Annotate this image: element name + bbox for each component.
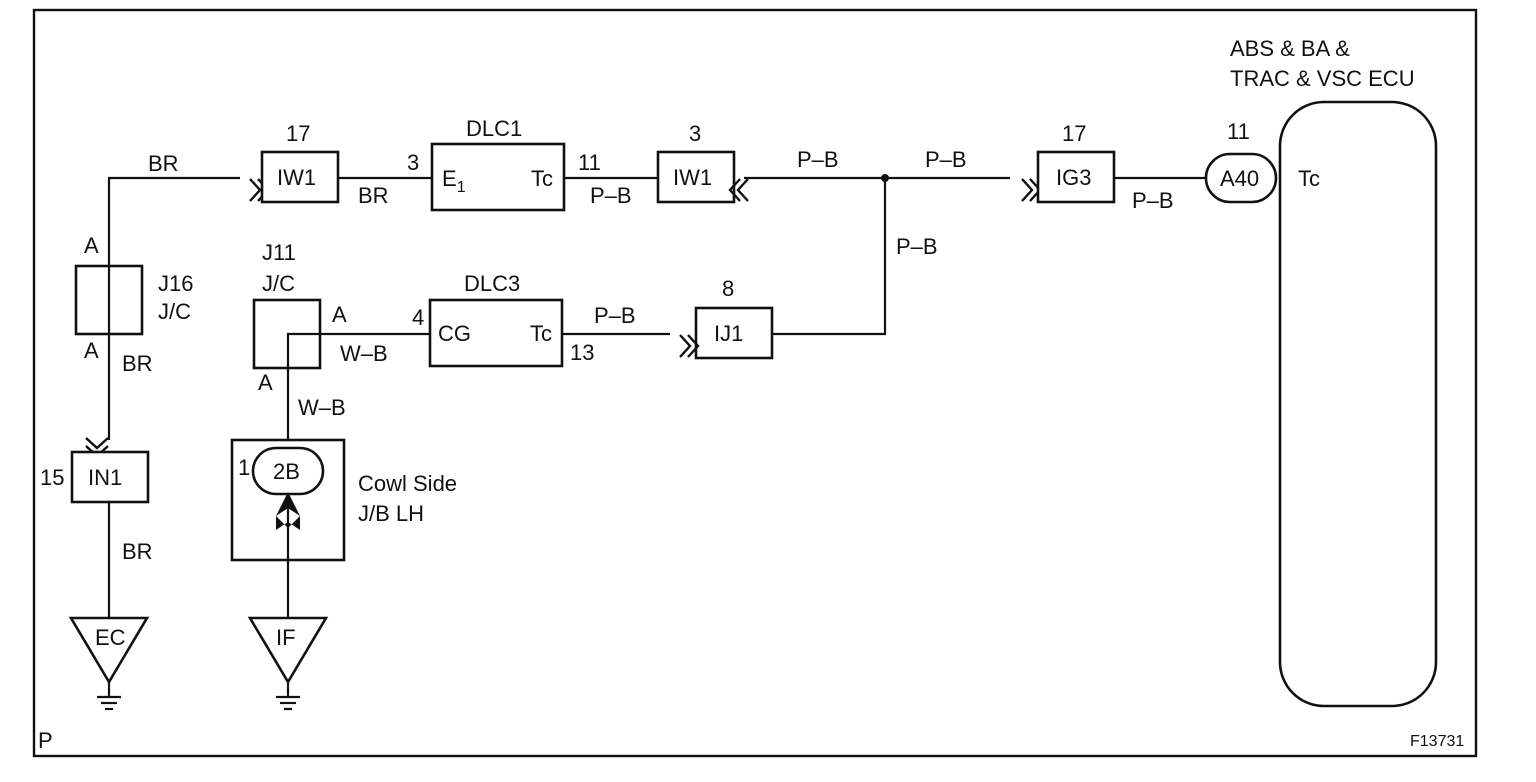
a40-connector (1204, 152, 1278, 204)
dlc3-term-left: CG (438, 321, 471, 346)
j11-name: J11 (262, 240, 296, 265)
dlc1-term-left: E1 (442, 166, 466, 196)
figure-id: F13731 (1410, 733, 1464, 750)
wire-label-wb-vert: W–B (298, 395, 346, 420)
iw1-left-box (260, 150, 340, 204)
dlc1-name: DLC1 (466, 116, 522, 141)
in1-label: IN1 (88, 465, 122, 490)
wire-label-br-in1: BR (122, 539, 153, 564)
ecu-terminal: Tc (1298, 166, 1320, 191)
wire-label-br-j16: BR (122, 351, 153, 376)
in1-pin: 15 (40, 465, 64, 490)
j11-pin-bottom: A (258, 370, 273, 395)
j16-pin-bottom: A (84, 338, 99, 363)
ecu-body (1278, 100, 1438, 708)
iw1-right-pin: 3 (689, 121, 701, 146)
j11-internal-wire (286, 332, 320, 368)
dlc1-box (430, 142, 566, 212)
a40-label: A40 (1220, 166, 1259, 191)
cowl-label-1: Cowl Side (358, 471, 457, 496)
ig3-label: IG3 (1056, 165, 1091, 190)
j11-pin-right: A (332, 302, 347, 327)
dlc3-pin-left: 4 (412, 305, 424, 330)
iw1-right-box (656, 150, 736, 204)
ground-ec-triangle (68, 616, 150, 685)
dlc3-name: DLC3 (464, 271, 520, 296)
iw1-right-label: IW1 (673, 165, 712, 190)
ij1-box (694, 306, 774, 360)
wire-pb-vert (772, 178, 887, 336)
dlc1-term-right: Tc (531, 166, 553, 191)
diagram-frame (32, 8, 1478, 758)
wire-label-wb-dlc3: W–B (340, 341, 388, 366)
cowl-label-2: J/B LH (358, 501, 424, 526)
dlc1-pin-left: 3 (407, 150, 419, 175)
ground-if-triangle (247, 616, 329, 685)
wire-label-br-mid: BR (358, 183, 389, 208)
wire-label-pb-dlc3: P–B (594, 303, 636, 328)
ground-if-label: IF (276, 625, 296, 650)
ig3-pin: 17 (1062, 121, 1086, 146)
j11-type: J/C (262, 271, 295, 296)
a40-pin: 11 (1227, 119, 1250, 144)
wire-label-pb-dlc1: P–B (590, 183, 632, 208)
j16-type: J/C (158, 299, 191, 324)
wire-label-pb-iw1: P–B (797, 147, 839, 172)
dlc3-pin-right: 13 (570, 340, 594, 365)
iw1-left-label: IW1 (277, 165, 316, 190)
ground-ec-label: EC (95, 625, 126, 650)
ij1-pin: 8 (722, 276, 734, 301)
ecu-title-2: TRAC & VSC ECU (1230, 66, 1415, 91)
wire-label-br-top: BR (148, 151, 179, 176)
wire-label-pb-vert: P–B (896, 234, 938, 259)
cowl-pin: 1 (238, 455, 250, 480)
cowl-2b-label: 2B (273, 459, 300, 484)
ecu-title-1: ABS & BA & (1230, 36, 1350, 61)
in1-box (70, 450, 150, 504)
dlc1-pin-right: 11 (578, 150, 601, 175)
corner-label-left: P (38, 728, 53, 753)
wire-label-pb-to-ig3: P–B (925, 147, 967, 172)
dlc3-term-right: Tc (530, 321, 552, 346)
iw1-left-pin: 17 (286, 121, 310, 146)
j16-pin-top: A (84, 233, 99, 258)
wire-br-top (107, 176, 240, 266)
wire-label-pb-ecu: P–B (1132, 188, 1174, 213)
j16-name: J16 (158, 271, 193, 296)
ij1-label: IJ1 (714, 321, 743, 346)
